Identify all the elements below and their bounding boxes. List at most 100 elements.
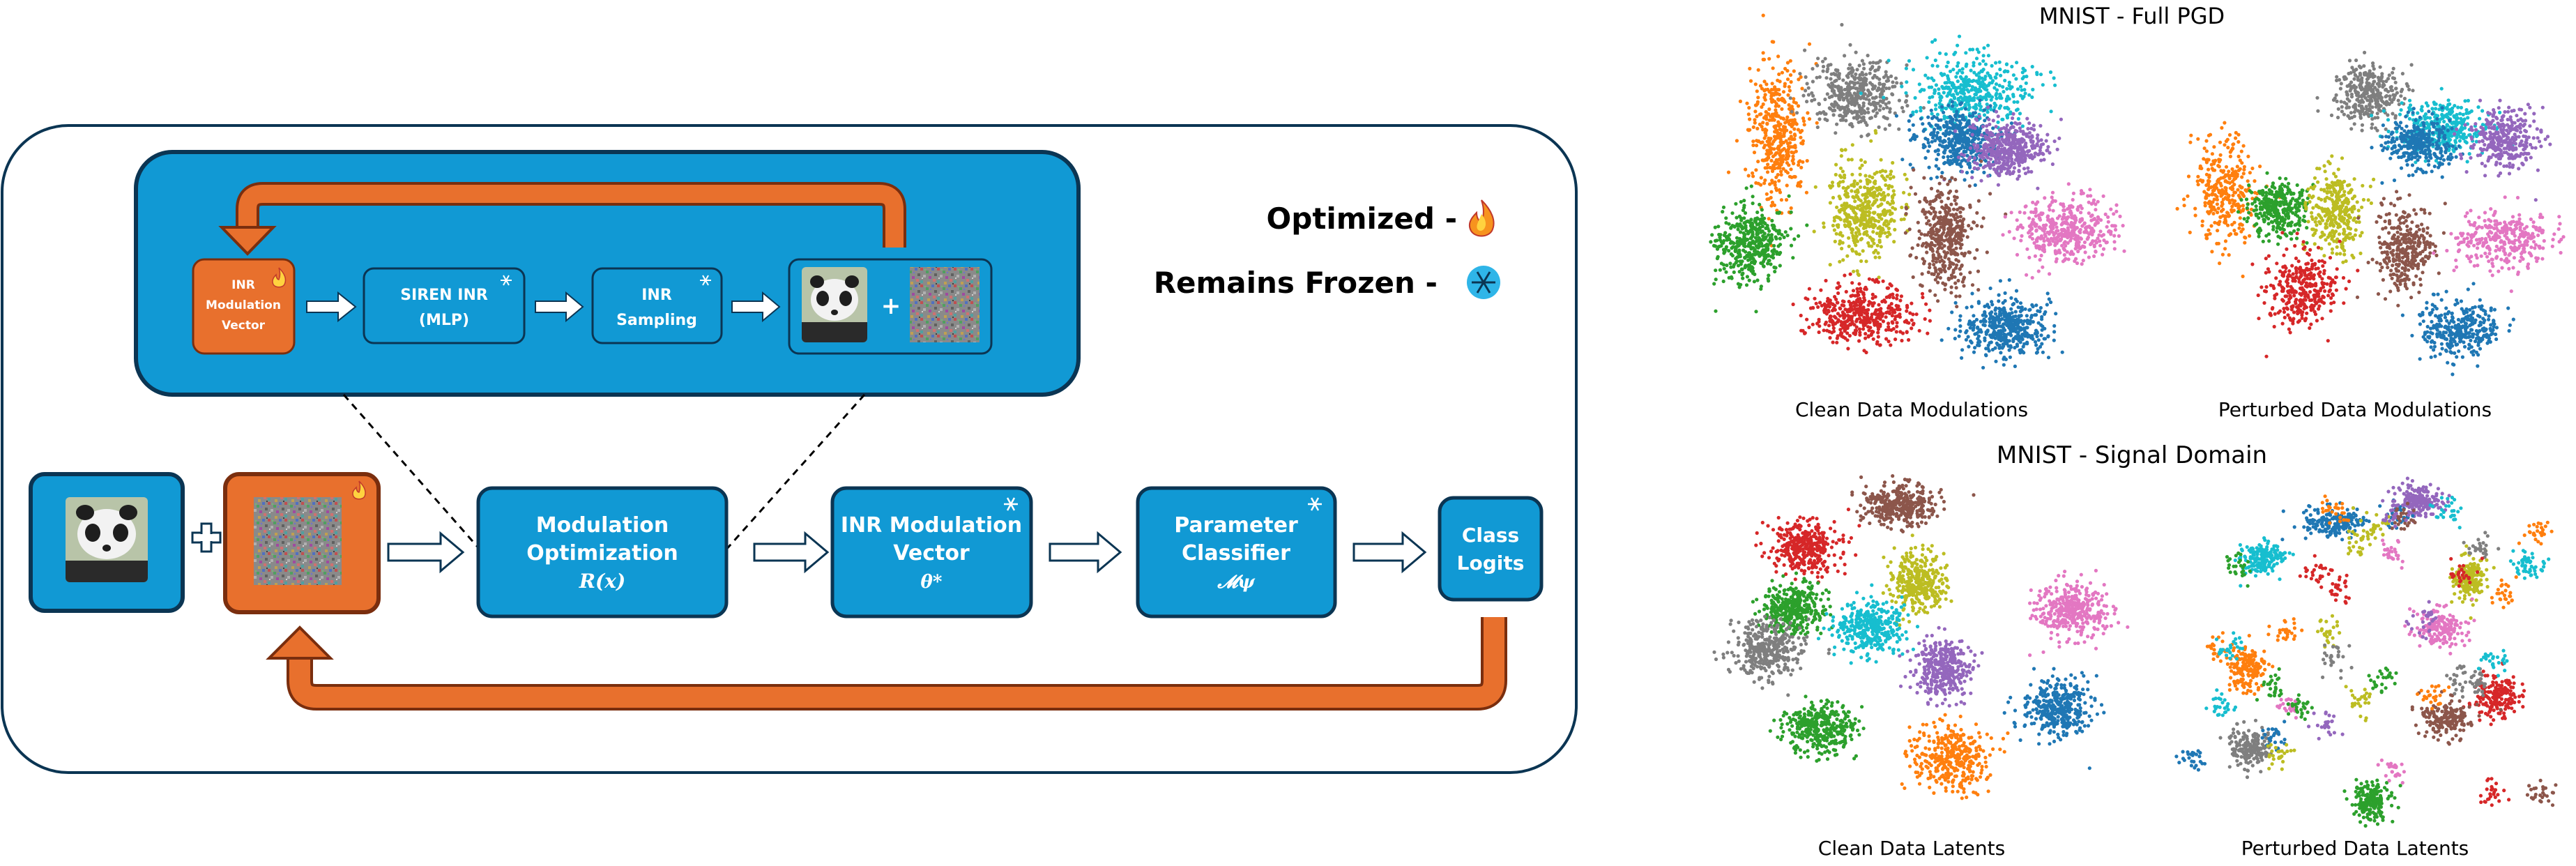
scatter-point [1739,241,1743,245]
scatter-point [1751,202,1755,206]
scatter-point [2015,100,2020,104]
scatter-point [1920,291,1925,296]
scatter-point [1990,142,1995,146]
scatter-point [1746,112,1751,116]
scatter-point [1714,268,1718,273]
scatter-point [1895,81,1899,85]
scatter-point [1864,332,1868,336]
scatter-point [1979,107,1983,112]
scatter-point [2027,216,2032,220]
scatter-point [1962,137,1966,141]
scatter-point [1745,101,1749,105]
scatter-point [1949,142,1953,146]
scatter-point [1843,224,1847,229]
scatter-point [1840,246,1844,251]
modulation-optimization-node: Modulation Optimization R(x) [476,486,729,618]
scatter-point [1830,84,1834,89]
scatter-point [1796,128,1800,132]
scatter-point [1934,260,1938,264]
scatter-point [1779,198,1783,202]
scatter-point [2061,203,2065,207]
scatter-point [2238,167,2242,171]
scatter-point [1983,95,1988,99]
scatter-point [2057,136,2061,140]
scatter-point [1896,307,1900,312]
scatter-point [2050,190,2055,195]
scatter-point [1777,93,1782,97]
scatter-point [1928,319,1932,323]
scatter-point [1994,93,1998,98]
scatter-point [2020,96,2025,100]
scatter-point [1930,40,1935,44]
scatter-point [1767,56,1771,61]
scatter-point [1927,165,1931,169]
scatter-point [1891,206,1895,210]
scatter-point [1873,211,1877,215]
scatter-point [1981,59,1986,63]
plus-icon [191,522,222,553]
mod-opt-line-1: Optimization [526,541,678,565]
scatter-point [1953,301,1958,305]
scatter-point [2218,140,2223,144]
scatter-point [1750,221,1754,225]
scatter-point [1851,289,1856,293]
scatter-point [1861,202,1865,206]
scatter-point [2045,132,2050,137]
scatter-point [1864,192,1868,196]
scatter-point [1871,229,1875,234]
scatter-point [1818,301,1822,305]
scatter-point [1828,298,1832,303]
scatter-point [2042,158,2046,162]
scatter-point [1792,97,1796,101]
scatter-point [2052,338,2056,342]
scatter-point [1774,235,1778,239]
scatter-point [2246,154,2250,158]
scatter-point [1845,91,1849,96]
scatter-point [2227,233,2232,237]
scatter-point [1870,296,1875,301]
scatter-point [2218,191,2223,195]
scatter-point [2218,215,2223,219]
scatter-point [2023,172,2028,176]
scatter-point [1861,93,1866,98]
scatter-point [1716,225,1721,229]
scatter-point [1928,222,1933,227]
scatter-point [1853,190,1857,194]
scatter-point [1937,181,1942,185]
scatter-point [1760,105,1764,109]
scatter-point [1832,215,1836,220]
scatter-point [1992,138,1996,142]
scatter-point [1753,226,1758,230]
scatter-point [2039,158,2043,162]
scatter-point [1846,75,1850,79]
scatter-point [1859,299,1864,304]
scatter-point [1771,116,1775,120]
scatter-point [2100,234,2104,238]
scatter-point [1917,229,1921,234]
scatter-point [1780,107,1784,111]
scatter-point [2101,252,2105,257]
scatter-point [2004,142,2009,146]
scatter-point [1771,154,1775,158]
scatter-point [1840,310,1845,314]
scatter-point [1710,233,1714,237]
scatter-point [1926,270,1930,275]
scatter-point [1866,54,1870,58]
scatter-point [1859,215,1864,220]
scatter-point [1744,220,1748,224]
scatter-point [2010,319,2014,323]
scatter-point [1891,321,1895,325]
scatter-point [1791,154,1795,158]
scatter-point [1910,326,1914,331]
scatter-point [1762,158,1766,162]
scatter-point [1873,129,1877,133]
scatter-point [1925,199,1929,204]
scatter-point [1840,118,1845,122]
scatter-point [2213,192,2217,197]
scatter-point [1884,183,1888,188]
scatter-point [1887,230,1891,234]
scatter-point [2200,219,2204,223]
scatter-point [2078,229,2082,234]
scatter-point [1967,322,1971,326]
scatter-point [1817,330,1821,335]
